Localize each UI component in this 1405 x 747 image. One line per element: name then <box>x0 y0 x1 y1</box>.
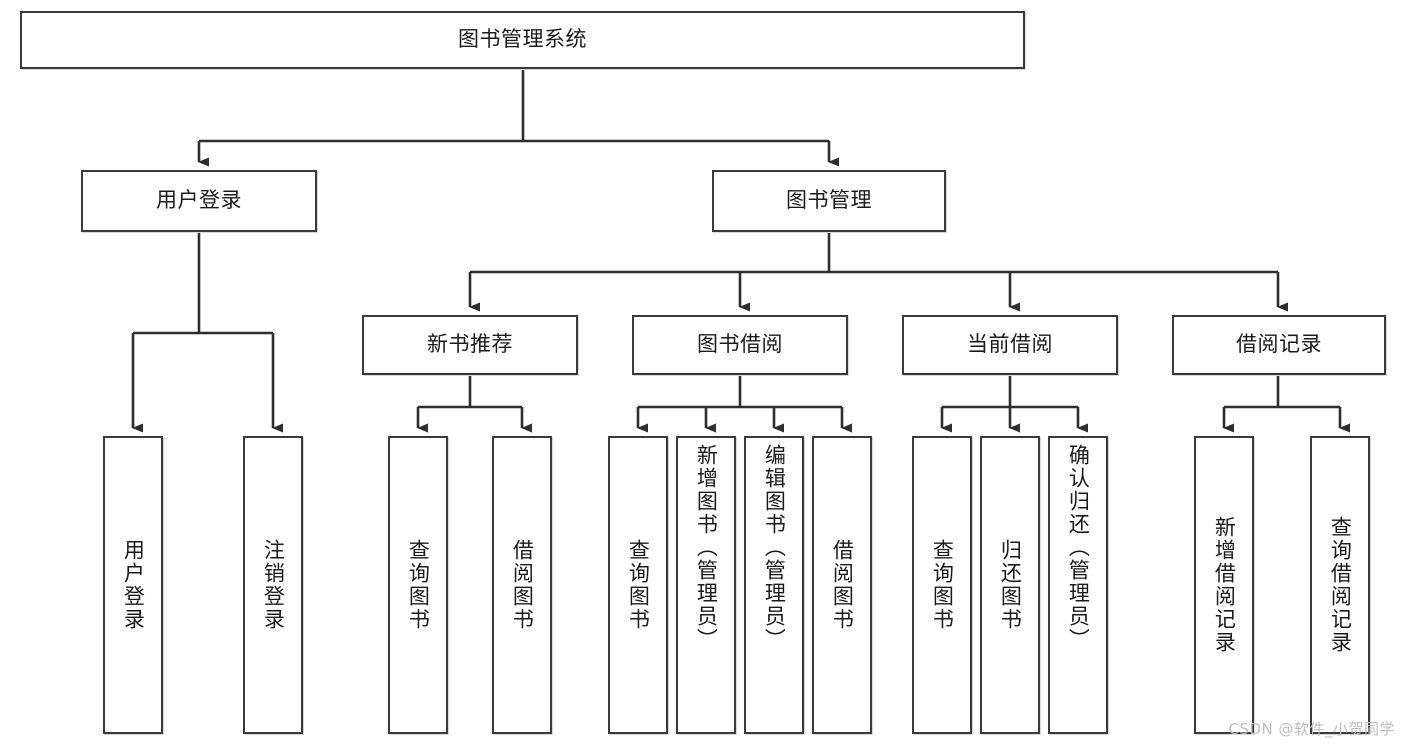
node-label: 借阅记录 <box>1236 332 1322 357</box>
leaf-current-return-book[interactable]: 归还图书 <box>980 436 1040 734</box>
node-label: 图书管理系统 <box>458 27 587 52</box>
node-label: 用户登录 <box>156 188 242 213</box>
node-borrow-record[interactable]: 借阅记录 <box>1172 315 1386 375</box>
leaf-borrow-borrow-book[interactable]: 借阅图书 <box>812 436 872 734</box>
leaf-borrow-add-book-admin[interactable]: 新增图书（管理员） <box>676 436 736 734</box>
leaf-current-confirm-return-admin[interactable]: 确认归还（管理员） <box>1048 436 1108 734</box>
node-label: 当前借阅 <box>967 332 1053 357</box>
node-user-login[interactable]: 用户登录 <box>81 170 317 232</box>
csdn-watermark: CSDN @软件_小贺同学 <box>1228 720 1395 738</box>
leaf-current-query-book[interactable]: 查询图书 <box>912 436 972 734</box>
node-label: 确认归还（管理员） <box>1066 444 1091 651</box>
node-label: 借阅图书 <box>510 539 535 631</box>
node-label: 编辑图书（管理员） <box>762 444 787 651</box>
node-label: 新增图书（管理员） <box>694 444 719 651</box>
leaf-recommend-query-book[interactable]: 查询图书 <box>388 436 448 734</box>
node-label: 查询图书 <box>406 539 431 631</box>
leaf-borrow-edit-book-admin[interactable]: 编辑图书（管理员） <box>744 436 804 734</box>
node-label: 图书管理 <box>786 188 872 213</box>
leaf-recommend-borrow-book[interactable]: 借阅图书 <box>492 436 552 734</box>
node-label: 归还图书 <box>998 539 1023 631</box>
leaf-logout[interactable]: 注销登录 <box>243 436 303 734</box>
node-label: 图书借阅 <box>697 332 783 357</box>
node-label: 新增借阅记录 <box>1212 516 1237 654</box>
node-label: 查询图书 <box>626 539 651 631</box>
node-label: 用户登录 <box>121 539 146 631</box>
leaf-record-add-borrow-record[interactable]: 新增借阅记录 <box>1194 436 1254 734</box>
node-label: 查询图书 <box>930 539 955 631</box>
leaf-record-query-borrow-record[interactable]: 查询借阅记录 <box>1310 436 1370 734</box>
leaf-borrow-query-book[interactable]: 查询图书 <box>608 436 668 734</box>
node-current-borrow[interactable]: 当前借阅 <box>902 315 1118 375</box>
leaf-user-login[interactable]: 用户登录 <box>103 436 163 734</box>
node-book-management[interactable]: 图书管理 <box>712 170 946 232</box>
node-label: 查询借阅记录 <box>1328 516 1353 654</box>
node-label: 注销登录 <box>261 539 286 631</box>
node-label: 新书推荐 <box>427 332 513 357</box>
node-root-system[interactable]: 图书管理系统 <box>20 11 1025 69</box>
node-label: 借阅图书 <box>830 539 855 631</box>
node-new-book-recommend[interactable]: 新书推荐 <box>362 315 578 375</box>
node-book-borrow[interactable]: 图书借阅 <box>632 315 848 375</box>
